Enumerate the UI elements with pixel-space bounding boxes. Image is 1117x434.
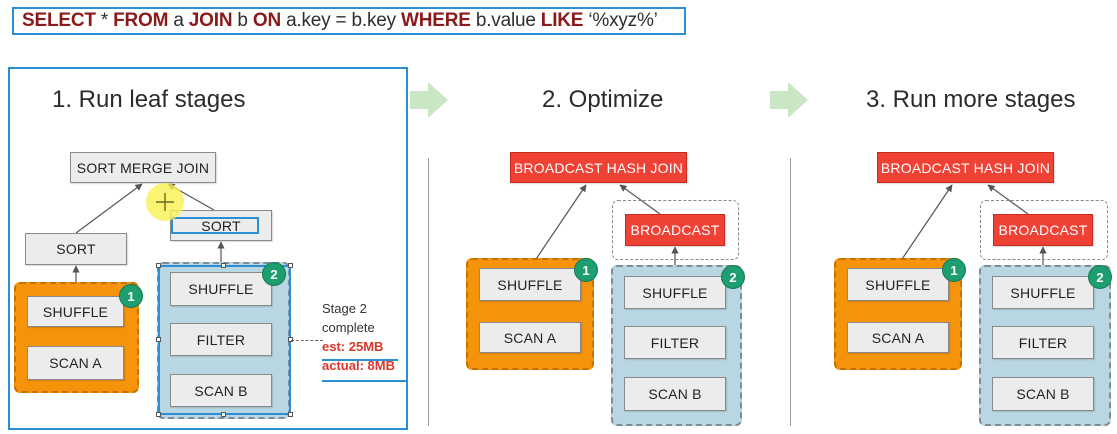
p3-stage-2-badge: 2 <box>1088 265 1112 289</box>
edge-p2-shuffle-a-to-join <box>529 184 587 269</box>
p3-broadcast-node: BROADCAST <box>993 214 1093 246</box>
sql-text: ‘%xyz%’ <box>583 10 658 31</box>
panel-3-title: 3. Run more stages <box>866 86 1076 113</box>
p2-broadcast-group <box>612 200 739 260</box>
panel-2-title: 2. Optimize <box>542 86 664 113</box>
note-leader-line <box>291 340 323 341</box>
p3-scan-a-node: SCAN A <box>847 322 949 353</box>
sql-keyword: LIKE <box>540 10 584 31</box>
resize-handle[interactable] <box>288 263 293 268</box>
edge-sort-left-to-join <box>75 183 143 234</box>
resize-handle[interactable] <box>288 412 293 417</box>
stage-2-note: Stage 2 complete est: 25MB actual: 8MB <box>322 299 395 375</box>
sort-left-node: SORT <box>25 233 127 265</box>
filter-b-node: FILTER <box>170 323 272 356</box>
sql-text: a <box>168 10 189 31</box>
p2-stage-2-badge: 2 <box>721 265 745 289</box>
edge-p3-shuffle-a-to-join <box>895 184 953 269</box>
sql-text: b.value <box>470 10 541 31</box>
edge-p2-broadcast-to-join <box>619 184 661 215</box>
sql-text: * <box>95 10 114 31</box>
p3-broadcast-group <box>980 200 1108 260</box>
sql-keyword: ON <box>252 10 281 31</box>
right-arrow-icon <box>770 82 808 118</box>
p2-stage-1-badge: 1 <box>574 258 598 282</box>
sql-keyword: FROM <box>113 10 169 31</box>
p2-filter-b-node: FILTER <box>624 326 726 359</box>
note-line-1: Stage 2 <box>322 301 367 316</box>
scan-b-node: SCAN B <box>170 374 272 407</box>
p2-shuffle-b-node: SHUFFLE <box>624 276 726 309</box>
stage-1-badge: 1 <box>119 284 143 308</box>
sort-right-node: SORT <box>170 210 272 241</box>
stage-2-badge: 2 <box>262 262 286 286</box>
crosshair-icon <box>156 193 174 211</box>
p2-scan-b-node: SCAN B <box>624 377 726 411</box>
resize-handle[interactable] <box>156 263 161 268</box>
sql-text: a.key = b.key <box>280 10 402 31</box>
shuffle-a-node: SHUFFLE <box>27 296 124 327</box>
p3-shuffle-b-node: SHUFFLE <box>992 276 1094 309</box>
p3-scan-b-node: SCAN B <box>992 377 1094 411</box>
p3-stage-1-badge: 1 <box>942 258 966 282</box>
p3-filter-b-node: FILTER <box>992 326 1094 359</box>
scan-a-node: SCAN A <box>27 346 124 380</box>
resize-handle[interactable] <box>221 263 226 268</box>
sql-query-bar: SELECT * FROM a JOIN b ON a.key = b.key … <box>12 7 686 35</box>
sql-text: b <box>232 10 253 31</box>
p3-broadcast-hash-join-node: BROADCAST HASH JOIN <box>877 152 1054 183</box>
actual-underline <box>322 380 406 382</box>
sql-keyword: SELECT <box>22 10 96 31</box>
resize-handle[interactable] <box>221 412 226 417</box>
edge-p3-broadcast-to-join <box>987 184 1029 215</box>
note-actual: actual: 8MB <box>322 358 395 373</box>
p3-shuffle-a-node: SHUFFLE <box>847 268 949 301</box>
estimate-underline <box>322 359 398 361</box>
highlighted-cursor <box>146 183 184 221</box>
sort-merge-join-node: SORT MERGE JOIN <box>70 152 216 183</box>
resize-handle[interactable] <box>156 412 161 417</box>
sql-keyword: WHERE <box>401 10 471 31</box>
p2-broadcast-hash-join-node: BROADCAST HASH JOIN <box>510 152 687 183</box>
p2-broadcast-node: BROADCAST <box>625 214 725 246</box>
p2-scan-a-node: SCAN A <box>479 322 581 353</box>
resize-handle[interactable] <box>156 337 161 342</box>
right-arrow-icon <box>410 82 448 118</box>
sql-keyword: JOIN <box>188 10 233 31</box>
panel-divider <box>428 158 429 426</box>
resize-handle[interactable] <box>288 337 293 342</box>
note-estimate: est: 25MB <box>322 339 384 354</box>
panel-divider <box>790 158 791 426</box>
note-line-2: complete <box>322 320 375 335</box>
p2-shuffle-a-node: SHUFFLE <box>479 268 581 301</box>
panel-1-title: 1. Run leaf stages <box>52 86 246 113</box>
shuffle-b-node: SHUFFLE <box>170 272 272 306</box>
sort-right-selection <box>171 217 259 234</box>
